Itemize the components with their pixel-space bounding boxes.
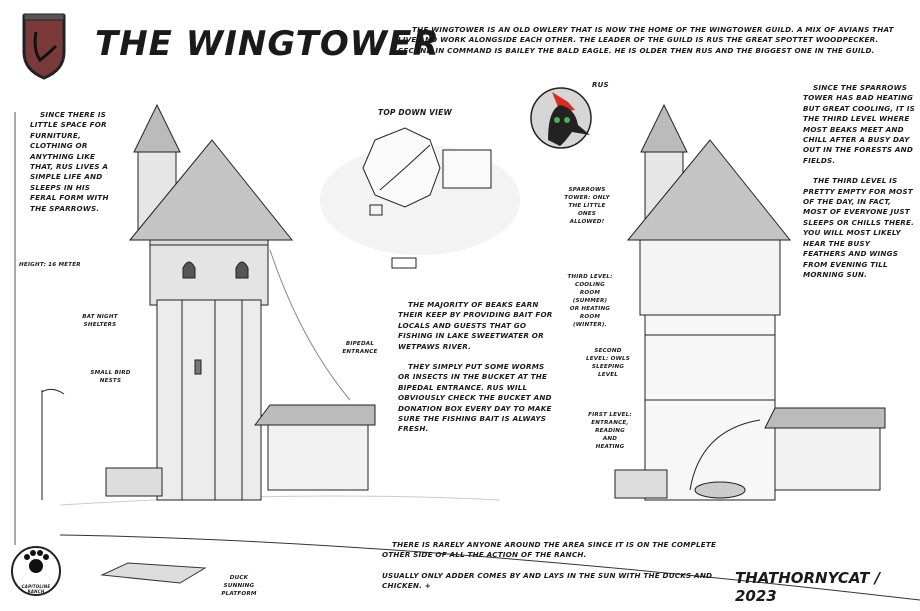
bipedal-entrance-label: Bipedal entrance <box>342 341 378 355</box>
top-down-view-drawing <box>320 127 520 269</box>
height-label: Height: 16 meter <box>19 262 81 268</box>
right-note-1: Since the sparrows tower has bad heating… <box>803 83 915 165</box>
left-description: Since there is little space for furnitur… <box>30 110 109 213</box>
capitoline-ranch-logo <box>11 546 61 596</box>
tower-exterior-drawing <box>41 103 376 501</box>
top-down-label: Top down view <box>378 108 452 117</box>
second-level-label: Second level: owls sleeping level <box>585 348 630 378</box>
bottom-notes: There is rarely anyone around the area s… <box>382 540 722 592</box>
middle-note-2: They simply put some worms or insects in… <box>398 362 552 434</box>
middle-note-1: The majority of beaks earn their keep by… <box>398 300 553 351</box>
middle-notes: The majority of beaks earn their keep by… <box>398 300 558 445</box>
bottom-note-2: Usually only Adder comes by and lays in … <box>382 570 713 591</box>
rus-portrait <box>530 87 592 149</box>
intro-text: The Wingtower is an old owlery that is n… <box>398 25 894 55</box>
third-level-label: Third level: cooling room (summer) or he… <box>567 274 613 328</box>
right-notes: Since the sparrows tower has bad heating… <box>803 83 915 290</box>
bottom-note-1: There is rarely anyone around the area s… <box>382 540 717 560</box>
ranch-logo-text: CAPITOLINE RANCH <box>21 584 51 594</box>
page-title: THE WINGTOWER <box>95 24 440 64</box>
duck-platform-drawing <box>100 562 207 584</box>
first-level-label: First level: entrance, reading and heati… <box>588 412 632 450</box>
duck-platform-label: Duck sunning platform <box>221 575 257 597</box>
sparrows-tower-label: Sparrows tower: only the little ones all… <box>564 187 610 225</box>
tower-interior-drawing <box>614 103 886 501</box>
rus-label: RUS <box>592 81 609 89</box>
bat-shelters-label: Bat night shelters <box>82 314 118 328</box>
guild-shield-logo <box>22 13 66 80</box>
artist-signature: THATHORNYCAT / 2023 <box>735 569 881 605</box>
bird-nests-label: Small bird nests <box>90 370 131 384</box>
right-note-2: The third level is pretty empty for most… <box>803 176 915 279</box>
